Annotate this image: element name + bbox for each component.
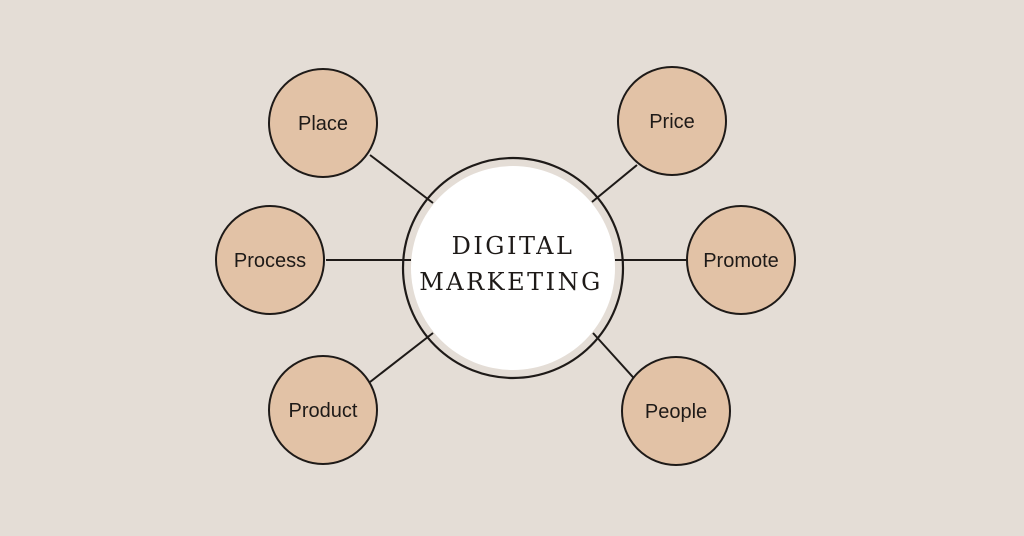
center-ring — [401, 156, 625, 380]
node-label-process: Process — [234, 250, 306, 272]
center-title-line1: DIGITAL — [452, 232, 575, 260]
node-label-promote: Promote — [703, 250, 779, 272]
node-product — [268, 355, 378, 465]
center-circle — [411, 166, 615, 370]
node-people — [621, 356, 731, 466]
connector-place — [369, 154, 434, 204]
node-price — [617, 66, 727, 176]
connector-product — [369, 332, 434, 383]
center-hub: DIGITAL MARKETING — [401, 156, 625, 380]
node-promote — [686, 205, 796, 315]
node-label-product: Product — [289, 400, 358, 422]
node-process — [215, 205, 325, 315]
connector-price — [591, 164, 638, 203]
node-label-price: Price — [649, 111, 695, 133]
connectors — [326, 154, 688, 387]
node-label-people: People — [645, 401, 707, 423]
node-place — [268, 68, 378, 178]
center-title-line2: MARKETING — [419, 268, 603, 296]
node-label-place: Place — [298, 113, 348, 135]
